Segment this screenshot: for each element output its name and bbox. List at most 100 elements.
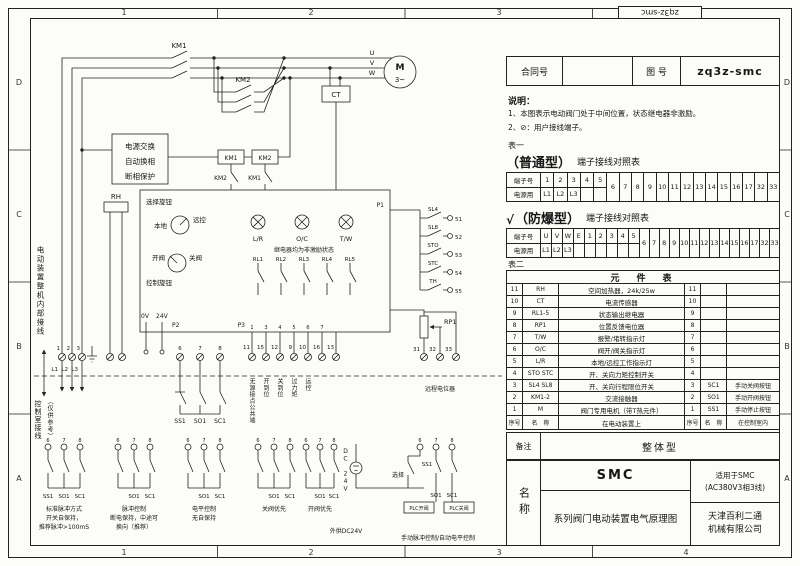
element-table-cell: 11 [507,284,523,295]
plc-close-box [443,501,475,514]
element-table-cell: 5 [507,356,523,367]
variant-caption: 换向（推荐） [116,523,152,531]
p3-pin: 7 [320,325,323,331]
element-table-cell [727,308,779,319]
plc-close-label: PLC关阀 [449,505,468,512]
terminal-number: 33 [445,347,452,353]
terminal-number: 11 [243,345,250,351]
element-table-cell [727,356,779,367]
element-table-cell [701,356,727,367]
mid-terminal-wires [251,332,337,353]
ct-box [321,85,351,103]
terminal-number: 7 [434,438,437,444]
terminal-cell: 14 [706,173,719,201]
terminal-number: 6 [46,438,49,444]
button-label: SC1 [329,494,340,500]
corner-filing-number: zq3z-smc [618,6,702,19]
variant-group-5 [305,450,340,489]
junction-dot [328,66,332,70]
button-label: SO1 [58,494,69,500]
th-label: TH [428,279,437,285]
relay-label: RL3 [299,257,310,263]
lamp-tw-label: T/W [339,235,353,243]
terminal-number: 7 [272,438,275,444]
contract-header-box: 合同号 图 号 zq3z-smc [506,56,780,86]
variant-terminal [254,443,262,451]
variant-terminal [184,443,192,451]
motor-label: M [396,63,405,73]
element-table-cell: 本地/远控工作指示灯 [559,356,685,367]
title-center-cell: SMC 系列阀门电动装置电气原理图 [541,461,691,545]
phase-line-label: L3 [71,367,78,373]
schematic-texts: KM1 KM2 U V W M 3~ CT 电源交换 自动换相 断相保护 KM1… [39,42,475,542]
contract-label: 合同号 [507,57,563,85]
terminal-number: 10 [299,345,306,351]
terminal-cell: 16 [731,173,743,201]
variant-terminal [216,443,224,451]
outer-border [8,8,792,558]
selector-pointer [179,217,188,226]
rh-wires [109,212,123,353]
junction-dot [288,76,292,80]
terminal-number: 8 [332,438,335,444]
element-table-cell: SS1 [701,404,727,415]
terminal-number: 7 [198,346,202,352]
element-table-cell: 6 [685,344,701,355]
over-torque-label: 过力矩 [290,378,297,398]
terminal-cell: 12 [700,229,710,257]
zone-label: 3 [496,548,502,557]
terminal-number: 7 [62,438,65,444]
remote-label: 远控 [193,215,207,224]
element-table-cell: 手动关阀按钮 [734,383,771,390]
terminal-number: 8 [288,438,291,444]
p2-label: P2 [172,322,180,329]
switch-terminal [447,269,453,275]
table1-heading-row: （普通型） 端子接线对照表 [506,150,780,170]
element-table-cell: T/W [523,332,559,343]
switch-terminal [447,287,453,293]
relay-state-note: 继电器均为非激励状态 [274,246,334,254]
plc-open-label: PLC开阀 [409,505,428,512]
element-table-cell: 8 [685,320,701,331]
element-table-cell: 7 [507,332,523,343]
variant-caption: 脉冲控制 [122,505,146,513]
terminal-number: 12 [271,345,278,351]
24v-label: 24V [156,313,169,320]
button-label: SC1 [215,494,226,500]
lamp-crosses [252,216,352,228]
variant-terminal [146,443,154,451]
phase-v-label: V [370,59,375,67]
remark-value: 整体型 [642,442,678,454]
lamp-oc-label: O/C [296,235,308,243]
element-table-cell [701,368,727,379]
zone-label: D [15,78,23,87]
element-table-cell [701,284,727,295]
element-table-cell: 手动停止按钮 [734,407,771,414]
terminal-number: 8 [148,438,151,444]
element-table-cell: 2 [507,392,523,403]
variant-terminal [432,443,440,451]
power-box-line1: 电源交换 [125,141,155,151]
element-table-cell: CT [523,296,559,307]
terminal-number: 8 [218,346,222,352]
ct-label: CT [331,91,341,99]
corner-drawing-number: zq3z-smc [641,8,679,17]
variant-terminal [114,443,122,451]
dc24v-label: DC 24V [342,448,349,493]
terminal-cell: 9 [670,229,680,257]
local-label: 本地 [154,221,168,230]
element-table-cell [727,284,779,295]
km2-contacts [213,57,285,113]
terminal-cell: 10 [657,173,669,201]
terminal-number: 9 [289,345,293,351]
zone-label: 2 [308,8,314,17]
plc-open-box [403,501,435,514]
